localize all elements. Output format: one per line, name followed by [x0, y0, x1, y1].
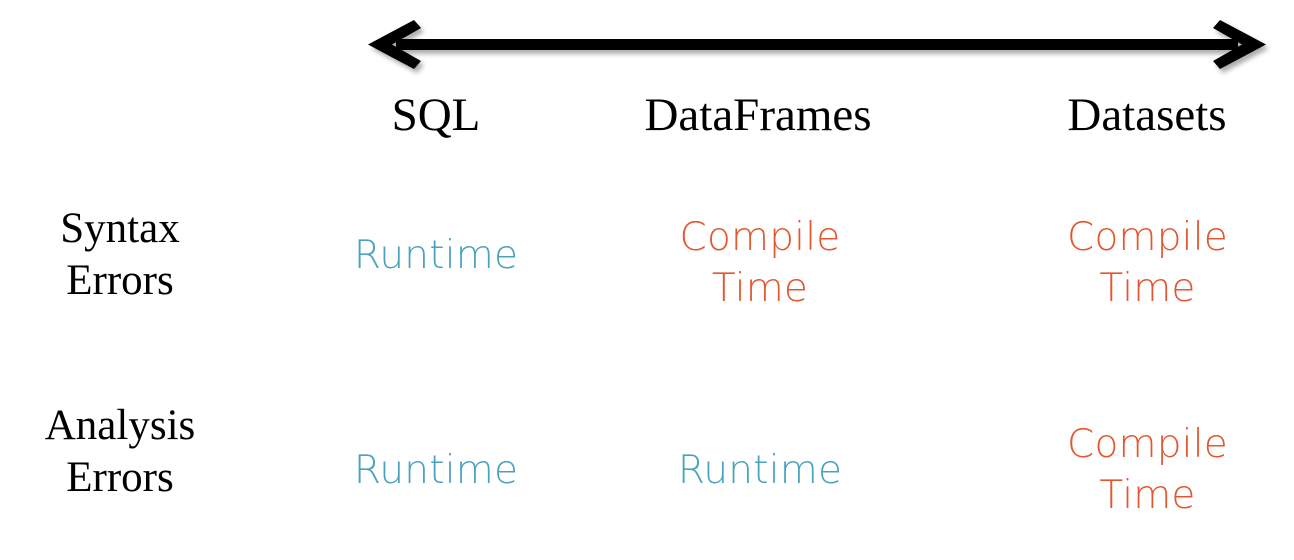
row-label-line-1: Syntax: [60, 205, 180, 252]
arrow-shaft: [396, 39, 1238, 50]
column-header-dataframes: DataFrames: [644, 89, 872, 141]
arrow-body: [368, 20, 1266, 69]
cell-text-line-1: Compile: [1067, 422, 1228, 467]
cell-text-line-1: Runtime: [677, 448, 843, 493]
cell-text-line-2: Time: [1099, 265, 1196, 311]
cell-text-line-2: Time: [711, 265, 809, 311]
row-label-line-2: Errors: [66, 257, 174, 305]
row-label-syntax-errors: Syntax Errors: [0, 203, 240, 308]
column-header-datasets: Datasets: [1067, 89, 1227, 141]
cell-text-line-1: Compile: [679, 215, 841, 260]
double-headed-arrow: [352, 6, 1282, 84]
cell-text-line-1: Runtime: [353, 448, 519, 493]
cell-text-line-2: Time: [1099, 472, 1196, 518]
row-label-line-2: Errors: [66, 454, 174, 502]
cell-text-line-1: Compile: [1067, 215, 1228, 260]
cell-text-line-1: Runtime: [353, 233, 519, 278]
row-label-analysis-errors: Analysis Errors: [0, 400, 240, 505]
cell-syntax-dataframes: Compile Time: [620, 213, 900, 314]
cell-analysis-sql: Runtime: [306, 446, 566, 497]
arrow-head-left: [368, 20, 421, 69]
cell-syntax-sql: Runtime: [306, 231, 566, 282]
row-label-line-1: Analysis: [44, 402, 196, 449]
cell-syntax-datasets: Compile Time: [1010, 213, 1285, 314]
column-header-sql: SQL: [391, 89, 481, 141]
cell-analysis-dataframes: Runtime: [620, 446, 900, 497]
arrow-head-right: [1213, 20, 1266, 69]
cell-analysis-datasets: Compile Time: [1010, 420, 1285, 521]
